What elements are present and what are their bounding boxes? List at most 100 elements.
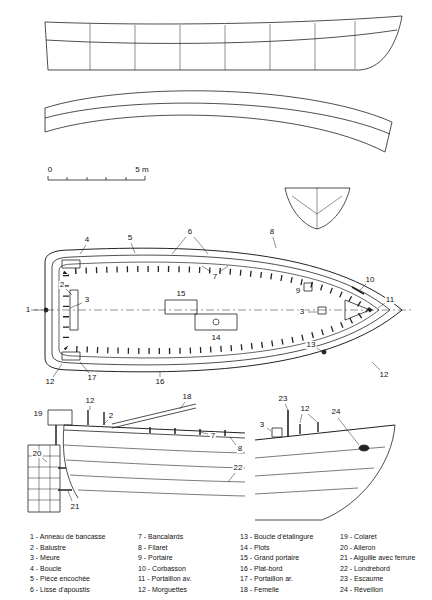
legend-entry: 3 - Meure: [30, 554, 60, 561]
transom: [63, 425, 78, 498]
legend-entry: 23 - Escaume: [340, 575, 383, 582]
legend-entry: 18 - Femelle: [240, 585, 279, 592]
callout-number: 20: [32, 450, 43, 458]
stem: [255, 425, 395, 520]
legend-entry: 22 - Londrebord: [340, 564, 390, 571]
legend-entry: 8 - Filaret: [138, 543, 168, 550]
callout-number: 17: [87, 374, 98, 382]
meure-bow: [318, 307, 326, 314]
stern-line: [45, 22, 48, 70]
midship-section: [285, 188, 350, 229]
legend-entry: 20 - Aileron: [340, 543, 375, 550]
legend-entry: 6 - Lisse d'apoustis: [30, 585, 90, 592]
callout-number: 12: [379, 371, 390, 379]
legend-entry: 17 - Portaillon ar.: [240, 575, 293, 582]
section-outline: [285, 188, 350, 229]
legend-entry: 16 - Plat-bord: [240, 564, 282, 571]
callout-number: 10: [365, 276, 376, 284]
sheer-plan: [45, 91, 392, 152]
legend-entry: 11 - Portaillon av.: [138, 575, 191, 582]
sheer-line: [45, 16, 402, 24]
callout-number: 9: [295, 287, 301, 295]
gunwale: [64, 425, 245, 433]
planking: [64, 445, 245, 496]
legend-entry: 12 - Morguettes: [138, 585, 187, 592]
boucle-etalingure: [322, 350, 326, 354]
hull-plan: [30, 248, 412, 372]
upper-curve: [45, 91, 392, 122]
rudder-stock: [55, 425, 57, 445]
callout-number: 8: [269, 228, 275, 236]
legend-entry: 7 - Bancalards: [138, 533, 183, 540]
callout-number: 16: [155, 378, 166, 386]
callout-number: 24: [331, 408, 342, 416]
chine-line: [46, 30, 397, 43]
callout-number: 3: [84, 296, 90, 304]
anneau: [44, 308, 48, 312]
legend-entry: 4 - Boucle: [30, 564, 62, 571]
legend-entry: 9 - Portaire: [138, 554, 173, 561]
callout-number: 1: [25, 306, 31, 314]
portaire: [304, 283, 312, 291]
plot-hole: [213, 319, 219, 325]
legend-entry: 14 - Plots: [240, 543, 270, 550]
plat-bord-inner: [52, 255, 390, 365]
bancalards: [66, 269, 368, 351]
callout-number: 3: [299, 308, 305, 316]
station-lines: [90, 21, 355, 70]
aileron: [28, 445, 60, 512]
scale-label: 0: [47, 166, 53, 174]
callout-number: 2: [108, 412, 114, 420]
scale-label: 5 m: [134, 166, 149, 174]
section-frames: [292, 188, 342, 229]
centerline: [30, 310, 412, 311]
callout-number: 7: [212, 273, 218, 281]
callout-number: 12: [300, 405, 311, 413]
portaillon-av: [345, 300, 370, 320]
callout-number: 8: [237, 445, 243, 453]
callout-number: 22: [233, 464, 244, 472]
callout-number: 12: [45, 378, 56, 386]
callout-number: 21: [70, 503, 81, 511]
stern-detail: [28, 404, 245, 512]
callout-number: 12: [85, 397, 96, 405]
legend-entry: 10 - Corbasson: [138, 564, 186, 571]
legend-entry: 24 - Réveillon: [340, 585, 383, 592]
callout-number: 2: [59, 281, 65, 289]
colaret: [48, 410, 72, 425]
callout-number: 3: [259, 421, 265, 429]
reveillon: [359, 445, 369, 451]
scale-bar: [48, 176, 145, 180]
legend-entry: 13 - Boucle d'étalingure: [240, 533, 313, 540]
legend-entry: 2 - Balustre: [30, 543, 66, 550]
legend-entry: 5 - Pièce encochée: [30, 575, 90, 582]
aileron-grid: [28, 445, 60, 512]
callout-number: 6: [187, 228, 193, 236]
scale-ticks: [48, 176, 145, 180]
callout-number: 4: [84, 236, 90, 244]
callout-number: 7: [210, 432, 216, 440]
leader-lines: [34, 237, 385, 501]
plots: [195, 314, 237, 330]
plat-bord-outer: [45, 248, 402, 372]
lower-curve: [45, 115, 385, 152]
middle-curve: [45, 103, 390, 134]
aiguille: [58, 468, 72, 490]
balustre-plan: [62, 260, 80, 268]
hull-profile: [45, 16, 402, 70]
callout-number: 19: [33, 410, 44, 418]
femelle: [112, 404, 196, 428]
balustres: [88, 410, 104, 425]
end-lines: [45, 108, 392, 152]
morguettes: [300, 422, 318, 434]
callout-number: 15: [176, 290, 187, 298]
legend-entry: 21 - Aiguille avec ferrure: [340, 554, 415, 561]
meure-stern: [70, 290, 78, 330]
escaume: [287, 410, 289, 437]
portaillon-ar: [62, 352, 80, 360]
meure: [272, 428, 282, 437]
callout-number: 18: [182, 393, 193, 401]
deck-line: [285, 188, 350, 189]
callout-number: 11: [385, 296, 395, 304]
